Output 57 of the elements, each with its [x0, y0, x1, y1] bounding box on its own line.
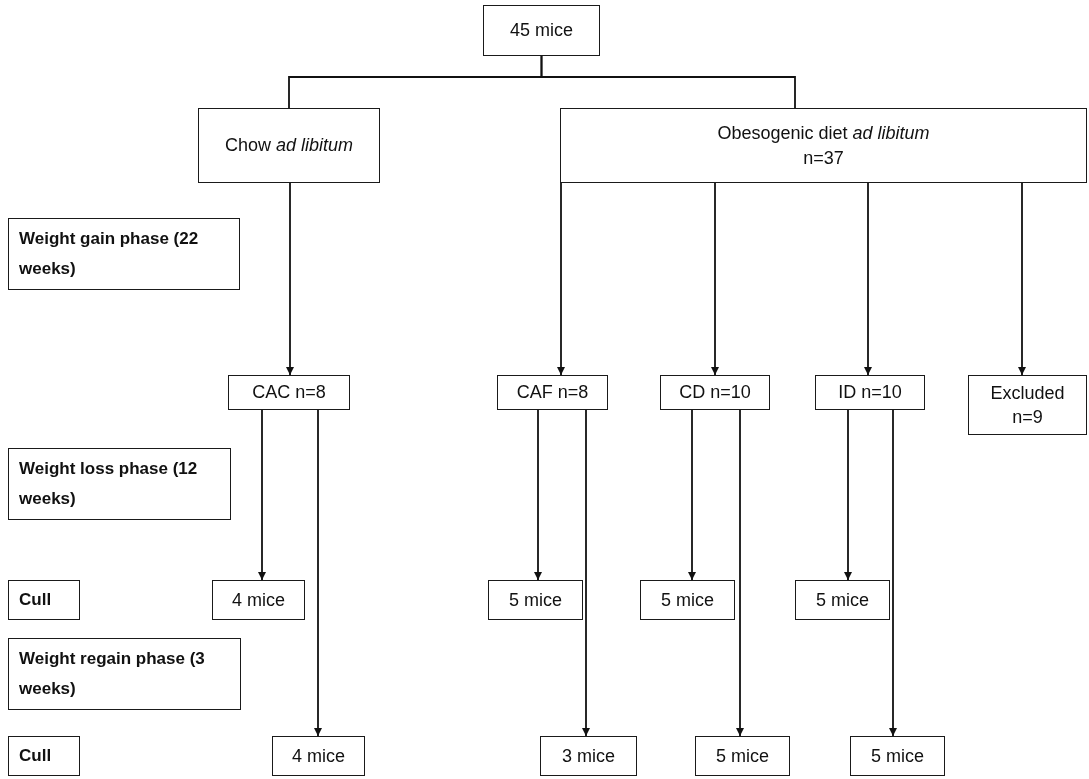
phase-box	[8, 736, 80, 776]
group-box	[488, 580, 583, 620]
group-label: CD n=10	[679, 381, 751, 405]
arrow	[844, 409, 852, 581]
group-label: 5 mice	[716, 744, 769, 768]
group-box	[795, 580, 890, 620]
phase-box	[8, 218, 240, 290]
phase-label: Weight regain phase (3 weeks)	[19, 648, 206, 700]
group-label: ID n=10	[838, 381, 902, 405]
group-box	[272, 736, 365, 776]
group-box	[695, 736, 790, 776]
group-label: 45 mice	[510, 19, 573, 43]
phase-box	[8, 580, 80, 620]
group-label: CAF n=8	[516, 381, 589, 405]
arrow	[1018, 182, 1026, 376]
group-box	[560, 108, 1087, 183]
arrow	[557, 182, 565, 376]
connector-line	[540, 55, 796, 109]
group-label: 4 mice	[292, 744, 345, 768]
group-box	[212, 580, 305, 620]
group-label: 4 mice	[232, 588, 285, 612]
phase-label: Weight gain phase (22 weeks)	[19, 228, 200, 280]
group-label: 5 mice	[509, 588, 562, 612]
group-box	[850, 736, 945, 776]
group-label: n=37	[803, 146, 844, 170]
phase-label: Cull	[19, 589, 52, 612]
group-label: Obesogenic diet ad libitum	[717, 122, 930, 146]
arrow	[286, 182, 294, 376]
group-box	[968, 375, 1087, 435]
phase-box	[8, 448, 231, 520]
group-label: Chow ad libitum	[224, 134, 354, 158]
group-label: CAC n=8	[252, 381, 326, 405]
arrow	[864, 182, 872, 376]
arrow	[889, 409, 897, 737]
group-box	[660, 375, 770, 410]
group-box	[497, 375, 608, 410]
arrow	[314, 409, 322, 737]
phase-box	[8, 638, 241, 710]
group-box	[228, 375, 350, 410]
arrow	[688, 409, 696, 581]
group-box	[540, 736, 637, 776]
group-label: 3 mice	[562, 744, 615, 768]
arrow	[258, 409, 266, 581]
arrow	[736, 409, 744, 737]
group-label: 5 mice	[871, 744, 924, 768]
group-box	[483, 5, 600, 56]
group-box	[640, 580, 735, 620]
phase-label: Cull	[19, 745, 52, 768]
group-label: Excluded n=9	[989, 381, 1066, 429]
phase-label: Weight loss phase (12 weeks)	[19, 458, 199, 510]
arrow	[534, 409, 542, 581]
arrow	[711, 182, 719, 376]
group-label: 5 mice	[661, 588, 714, 612]
group-label: 5 mice	[816, 588, 869, 612]
group-box	[815, 375, 925, 410]
arrow	[582, 409, 590, 737]
group-box	[198, 108, 380, 183]
